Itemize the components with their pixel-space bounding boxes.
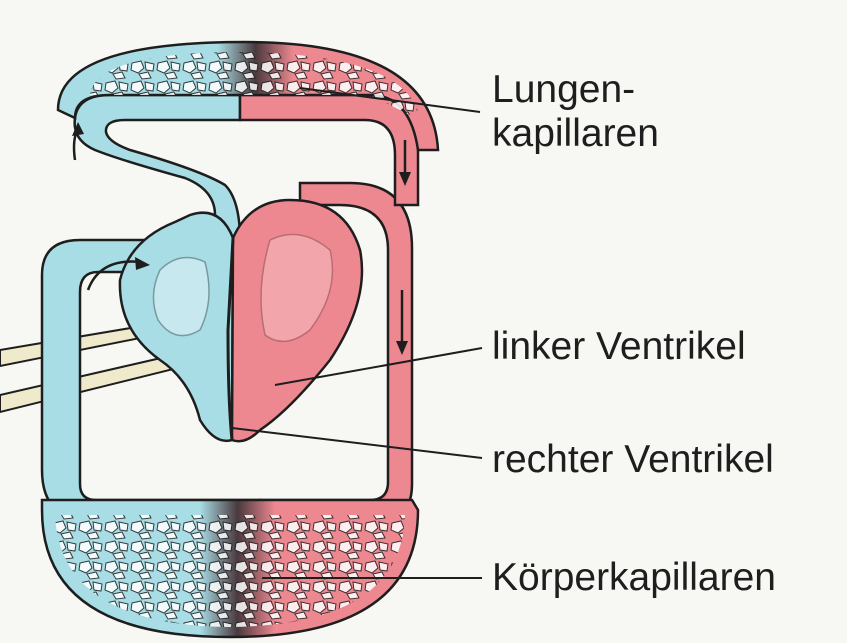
label-linker-ventrikel: linker Ventrikel xyxy=(492,325,746,368)
label-lungenkapillaren-line2: kapillaren xyxy=(492,112,659,155)
heart-septum xyxy=(226,237,235,441)
heart-left-side xyxy=(230,198,364,443)
label-lungenkapillaren-line1: Lungen- xyxy=(492,68,636,111)
heart-right-side xyxy=(118,211,235,443)
arrow-icon xyxy=(72,122,411,355)
label-lungenkapillaren: Lungen- kapillaren xyxy=(492,68,659,156)
label-rechter-ventrikel: rechter Ventrikel xyxy=(492,438,774,481)
label-koerperkapillaren: Körperkapillaren xyxy=(492,556,776,599)
leader-lines xyxy=(231,87,483,579)
